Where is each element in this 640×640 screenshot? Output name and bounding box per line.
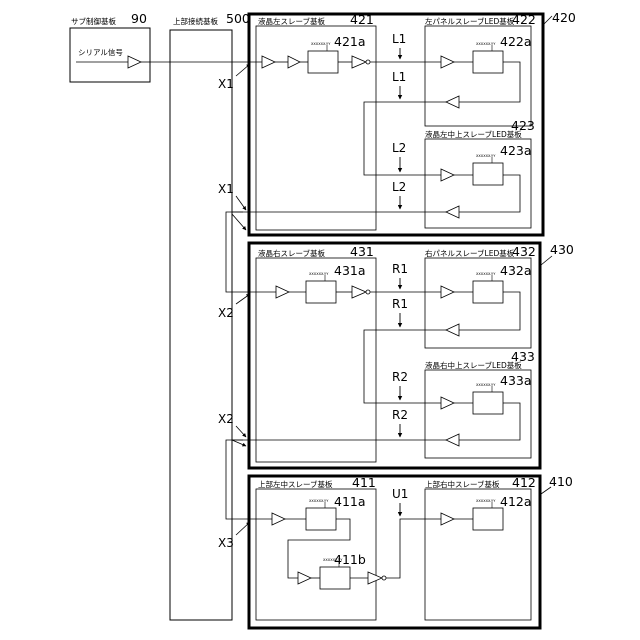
chip-412a-label: 412a: [500, 494, 532, 509]
signal-label-l1: L1: [392, 70, 406, 84]
chip-423a-label: 423a: [500, 143, 532, 158]
chip-433a-label: 433a: [500, 373, 532, 388]
signal-label-l1: L1: [392, 32, 406, 46]
chip-432a-label: 432a: [500, 263, 532, 278]
board-432-title: 右パネルスレーブLED基板: [425, 248, 515, 258]
group-420-ref: 420: [552, 10, 576, 25]
chip-marking: XXXXXX-YY: [309, 272, 329, 276]
board-422-ref: 422: [512, 12, 536, 27]
serial-signal-label: シリアル信号: [78, 47, 123, 57]
buffer-icon: [272, 513, 285, 525]
board-423-title: 液晶左中上スレーブLED基板: [425, 129, 522, 139]
chip-411b: [320, 567, 350, 589]
buffer-icon: [298, 572, 311, 584]
chip-423a: [473, 163, 503, 185]
relay-label-x2: X2: [218, 306, 234, 320]
upper-relay-board-ref: 500: [226, 11, 250, 26]
chip-marking: XXXXXX-YY: [309, 499, 329, 503]
chip-marking: XXXXXX-YY: [476, 42, 496, 46]
wiring-group-410: [232, 519, 473, 578]
buffer-icon: [352, 286, 366, 298]
signal-label-r1: R1: [392, 297, 408, 311]
sub-control-board: サブ制御基板 90 シリアル信号: [70, 11, 150, 82]
upper-relay-board-title: 上部接続基板: [173, 16, 218, 26]
buffer-icon: [446, 434, 459, 446]
chip-marking: XXXXXX-YY: [476, 272, 496, 276]
buffer-icon: [262, 56, 275, 68]
relay-routing: [226, 212, 243, 519]
board-431-title: 液晶右スレーブ基板: [258, 248, 326, 258]
buffer-icon: [441, 56, 454, 68]
chip-421a-label: 421a: [334, 34, 366, 49]
sub-control-board-ref: 90: [131, 11, 147, 26]
board-432-ref: 432: [512, 244, 536, 259]
buffer-icon: [352, 56, 366, 68]
board-433-ref: 433: [511, 349, 535, 364]
signal-label-r1: R1: [392, 262, 408, 276]
board-433-title: 液晶右中上スレーブLED基板: [425, 360, 522, 370]
chip-412a: [473, 508, 503, 530]
buffer-icon: [288, 56, 300, 68]
board-412-title: 上部右中スレーブ基板: [425, 479, 500, 489]
relay-label-x1: X1: [218, 182, 234, 196]
relay-label-x1: X1: [218, 77, 234, 91]
group-430-frame: [249, 243, 540, 468]
board-411-title: 上部左中スレーブ基板: [258, 479, 333, 489]
buffer-icon: [446, 96, 459, 108]
board-411-ref: 411: [352, 475, 376, 490]
relay-label-x2: X2: [218, 412, 234, 426]
board-423-ref: 423: [511, 118, 535, 133]
chip-marking: XXXXXX-YY: [476, 154, 496, 158]
buffer-icon: [441, 397, 454, 409]
chip-433a: [473, 392, 503, 414]
signal-label-r2: R2: [392, 408, 408, 422]
buffer-icon: [368, 572, 382, 584]
board-421-ref: 421: [350, 12, 374, 27]
buffer-icon: [441, 513, 454, 525]
group-410-ref: 410: [549, 474, 573, 489]
output-buffer-icon: [128, 56, 141, 68]
signal-label-l2: L2: [392, 180, 406, 194]
buffer-icon: [441, 169, 454, 181]
board-431-ref: 431: [350, 244, 374, 259]
chip-431a-label: 431a: [334, 263, 366, 278]
upper-relay-board: 上部接続基板 500: [170, 11, 250, 620]
chip-marking: XXXXXX-YY: [476, 499, 496, 503]
buffer-icon: [446, 324, 459, 336]
buffer-icon: [441, 286, 454, 298]
buffer-icon: [446, 206, 459, 218]
chip-422a-label: 422a: [500, 34, 532, 49]
chip-411a: [306, 508, 336, 530]
group-420-frame: [249, 14, 543, 235]
board-421-title: 液晶左スレーブ基板: [258, 16, 326, 26]
signal-label-l2: L2: [392, 141, 406, 155]
chip-marking: XXXXXX-YY: [476, 383, 496, 387]
group-430-ref: 430: [550, 242, 574, 257]
signal-label-r2: R2: [392, 370, 408, 384]
chip-432a: [473, 281, 503, 303]
buffer-icon: [276, 286, 289, 298]
relay-label-x3: X3: [218, 536, 234, 550]
board-422-title: 左パネルスレーブLED基板: [425, 16, 515, 26]
chip-411a-label: 411a: [334, 494, 366, 509]
chip-421a: [308, 51, 338, 73]
sub-control-board-title: サブ制御基板: [71, 16, 116, 26]
chip-431a: [306, 281, 336, 303]
chip-411b-label: 411b: [334, 552, 366, 567]
signal-label-u1: U1: [392, 487, 408, 501]
board-412-ref: 412: [512, 475, 536, 490]
chip-422a: [473, 51, 503, 73]
chip-marking: XXXXXX-YY: [311, 42, 331, 46]
